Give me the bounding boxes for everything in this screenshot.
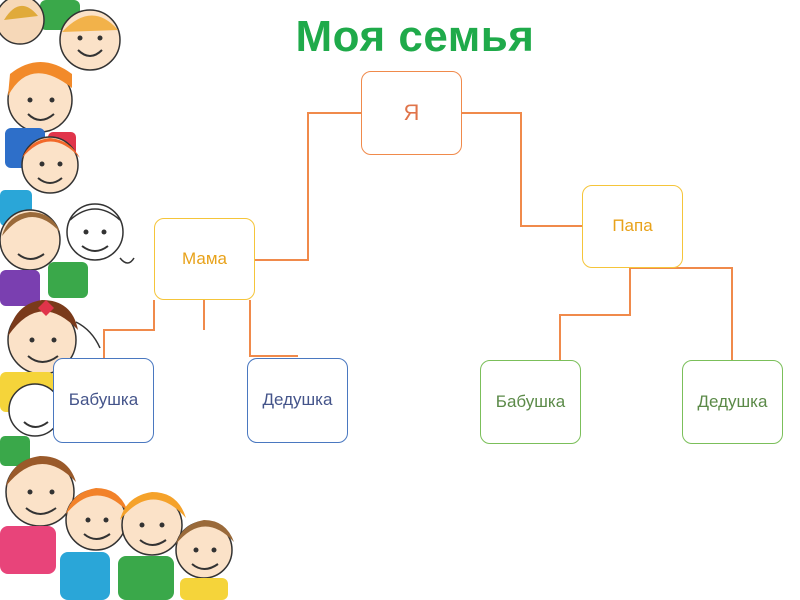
- page-title: Моя семья: [0, 12, 800, 62]
- connector-papa-grandpa: [630, 268, 732, 360]
- connector-papa-grandma: [560, 268, 630, 360]
- node-grandpa-mama-side-label: Дедушка: [263, 389, 333, 411]
- connector-mama-grandma: [104, 300, 154, 358]
- node-grandpa-mama-side: Дедушка: [247, 358, 348, 443]
- node-mama: Мама: [154, 218, 255, 300]
- connector-mama-grandpa: [250, 300, 298, 356]
- connector-me-mama: [255, 113, 361, 260]
- node-papa-label: Папа: [612, 215, 652, 237]
- node-grandma-mama-side: Бабушка: [53, 358, 154, 443]
- connector-me-papa: [462, 113, 582, 226]
- node-grandma-papa-side: Бабушка: [480, 360, 581, 444]
- node-grandpa-papa-side-label: Дедушка: [698, 391, 768, 413]
- node-me-label: Я: [404, 99, 420, 128]
- node-grandpa-papa-side: Дедушка: [682, 360, 783, 444]
- node-mama-label: Мама: [182, 248, 227, 270]
- node-grandma-papa-side-label: Бабушка: [496, 391, 565, 413]
- node-me: Я: [361, 71, 462, 155]
- node-grandma-mama-side-label: Бабушка: [69, 389, 138, 411]
- node-papa: Папа: [582, 185, 683, 268]
